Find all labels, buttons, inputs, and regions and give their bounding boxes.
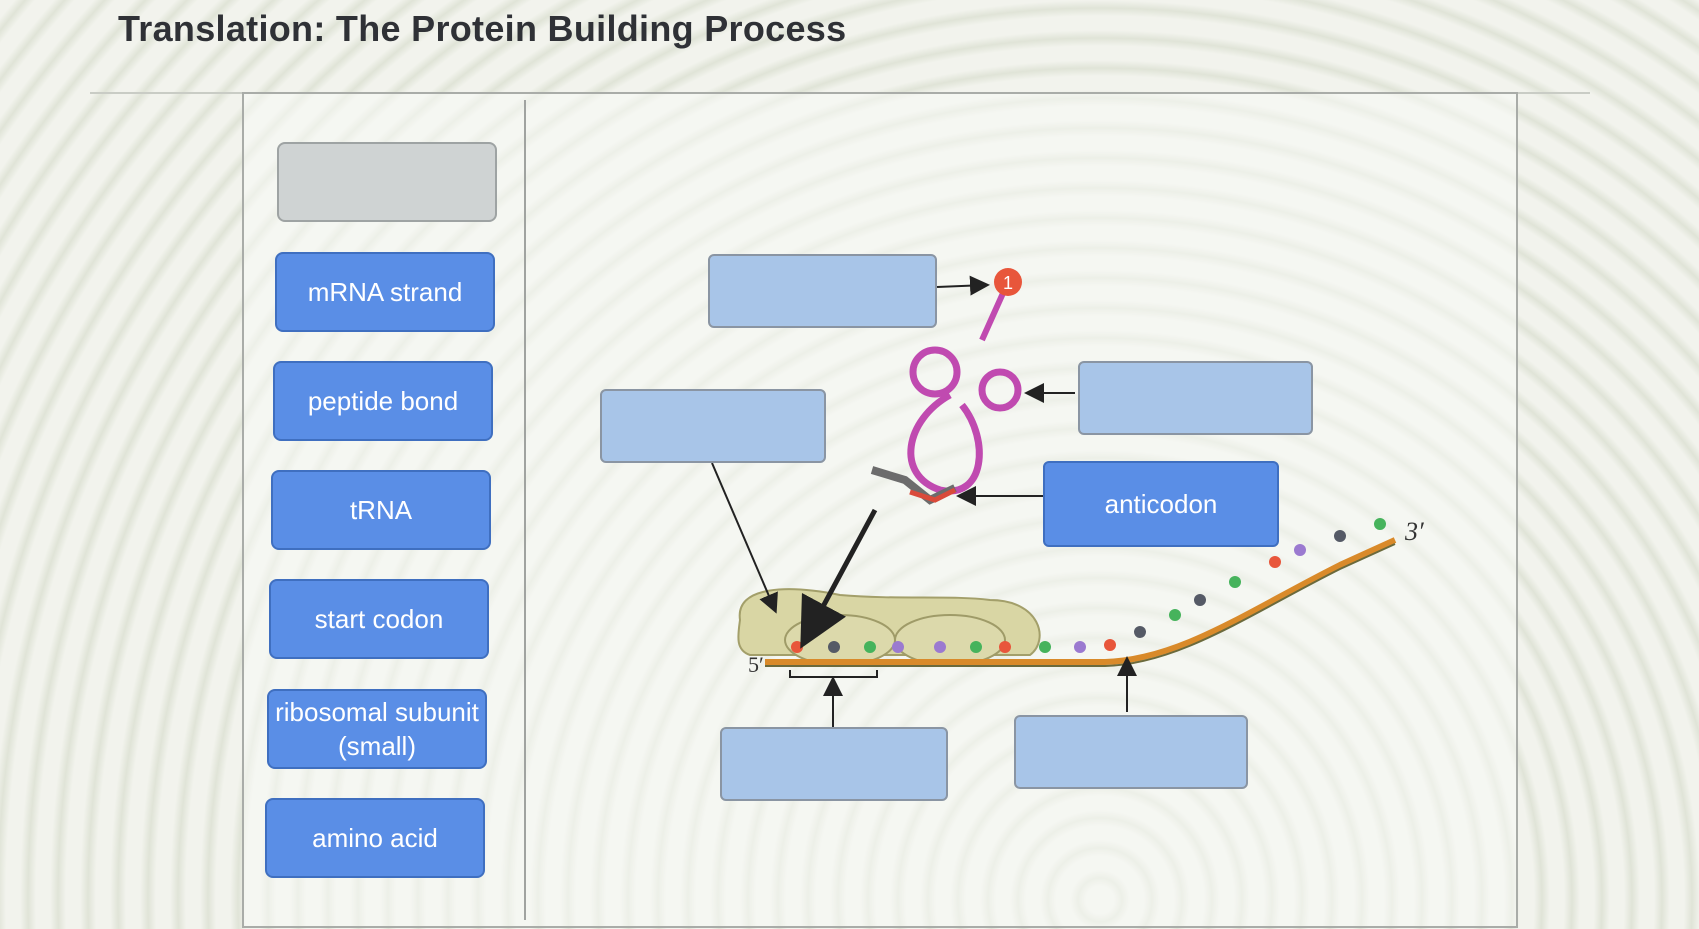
label-bank (242, 100, 526, 920)
amino-acid-marker (994, 268, 1022, 296)
label-3-prime: 3′ (1404, 517, 1424, 546)
label-trna[interactable]: tRNA (271, 470, 491, 550)
label-start-codon[interactable]: start codon (269, 579, 489, 659)
label-slot-empty[interactable] (277, 142, 497, 222)
ribosome-site-right (894, 614, 1006, 666)
label-ribosomal-subunit-small[interactable]: ribosomal subunit (small) (267, 689, 487, 769)
label-5-prime: 5′ (748, 652, 764, 677)
nucleotides (791, 518, 1386, 653)
drop-zone-amino-acid-target[interactable] (708, 254, 937, 328)
label-peptide-bond[interactable]: peptide bond (273, 361, 493, 441)
drop-zone-start-codon-target[interactable] (720, 727, 948, 801)
page-title: Translation: The Protein Building Proces… (118, 8, 847, 49)
drop-zone-ribosome-target[interactable] (600, 389, 826, 463)
marker-number: 1 (1003, 273, 1013, 293)
drop-zone-anticodon[interactable]: anticodon (1043, 461, 1279, 547)
drop-zone-mrna-target[interactable] (1014, 715, 1248, 789)
ribosome-site-left (784, 614, 896, 666)
label-mrna-strand[interactable]: mRNA strand (275, 252, 495, 332)
label-amino-acid[interactable]: amino acid (265, 798, 485, 878)
drop-zone-trna-target[interactable] (1078, 361, 1313, 435)
